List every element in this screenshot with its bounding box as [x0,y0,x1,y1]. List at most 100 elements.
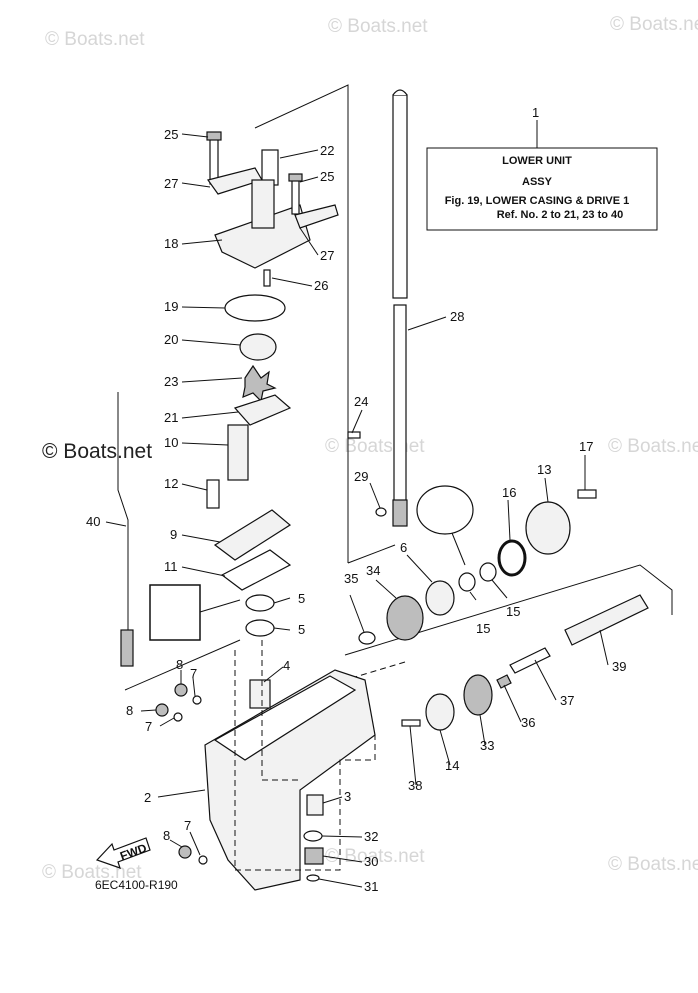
bolt-12 [206,479,220,509]
bolt-25 [209,135,219,185]
callout-25: 25 [320,169,334,184]
seal-detail-box [149,584,201,641]
bearing-6 [425,580,455,616]
callout-20: 20 [164,332,178,347]
pump-case-9 [213,509,292,561]
diagram-code: 6EC4100-R190 [95,878,178,892]
callout-2: 2 [144,790,151,805]
callout-35: 35 [344,571,358,586]
propeller-shaft-housing-13 [525,501,571,555]
watermark: © Boats.net [608,854,698,875]
gasket-7b [173,712,183,722]
callout-8: 8 [126,703,133,718]
o-ring-16 [497,539,527,577]
callout-4: 4 [283,658,290,673]
callout-29: 29 [354,469,368,484]
watermark: © Boats.net [328,16,428,37]
callout-40: 40 [86,514,100,529]
callout-22: 22 [320,143,334,158]
callout-10: 10 [164,435,178,450]
callout-27: 27 [164,176,178,191]
collar-4 [249,679,271,709]
watermark: © Boats.net [325,846,425,867]
callout-1: 1 [532,105,539,120]
pinion-30 [304,847,324,865]
bearing-14 [425,693,455,731]
callout-28: 28 [450,309,464,324]
lower-casing [204,640,376,891]
impeller-23 [242,364,277,403]
callout-31: 31 [364,879,378,894]
info-box: 1 LOWER UNIT ASSY Fig. 19, LOWER CASING … [426,105,658,231]
callout-7: 7 [190,666,197,681]
callout-13: 13 [537,462,551,477]
callout-27: 27 [320,248,334,263]
pinion-group [303,830,324,882]
bushing-3 [306,794,324,816]
plug-8a [174,683,188,697]
shim-35 [358,631,376,645]
plug-8c [178,845,192,859]
gasket-11 [220,549,292,591]
info-box-line4: Ref. No. 2 to 21, 23 to 40 [497,209,624,221]
callout-5: 5 [298,622,305,637]
bolt-17 [577,489,597,499]
clutch-pin-36 [496,674,512,689]
callout-19: 19 [164,299,178,314]
callout-8: 8 [176,657,183,672]
plug-8b [155,703,169,717]
callout-3: 3 [344,789,351,804]
forward-gear-34 [386,595,424,641]
callout-15: 15 [506,604,520,619]
callout-15: 15 [476,621,490,636]
pin-24 [347,431,361,439]
callout-18: 18 [164,236,178,251]
callout-36: 36 [521,715,535,730]
gear-train [347,431,649,731]
fwd-label: FWD [118,841,149,864]
pump-housing-18 [214,204,311,269]
insert-20 [239,333,277,361]
info-box-line3: Fig. 19, LOWER CASING & DRIVE 1 [445,195,630,207]
callout-26: 26 [314,278,328,293]
watermark: © Boats.net [610,14,698,35]
gasket-7c [198,855,208,865]
callout-23: 23 [164,374,178,389]
callout-5: 5 [298,591,305,606]
callout-24: 24 [354,394,368,409]
bearing-detail-circle [416,485,474,535]
shim-15b [479,562,497,582]
callout-7: 7 [184,818,191,833]
callout-37: 37 [560,693,574,708]
pin-26 [263,269,271,287]
callout-34: 34 [366,563,380,578]
clip-31 [306,874,320,882]
oil-seal-5a [245,594,275,612]
plate-21 [233,394,292,426]
driveshaft [392,89,408,527]
oil-seals [149,584,275,641]
driveshaft-upper [392,94,408,299]
watermark: © Boats.net [325,436,425,457]
info-box-frame [426,147,658,231]
spring-37 [509,647,551,674]
info-box-line2: ASSY [522,176,553,188]
callout-38: 38 [408,778,422,793]
callout-7: 7 [145,719,152,734]
pin-38 [401,719,421,727]
callout-39: 39 [612,659,626,674]
oil-seal-5b [245,619,275,637]
leader-lines [105,133,609,888]
callout-6: 6 [400,540,407,555]
water-tube-10 [227,424,249,481]
gasket-7a [192,695,202,705]
shim-15a [458,572,476,592]
info-box-line1: LOWER UNIT [502,155,572,167]
watermarks: © Boats.net © Boats.net © Boats.net © Bo… [42,14,698,883]
plugs [155,683,208,865]
callout-21: 21 [164,410,178,425]
callout-14: 14 [445,758,459,773]
pin-29 [375,507,387,517]
watermark: © Boats.net [45,29,145,50]
